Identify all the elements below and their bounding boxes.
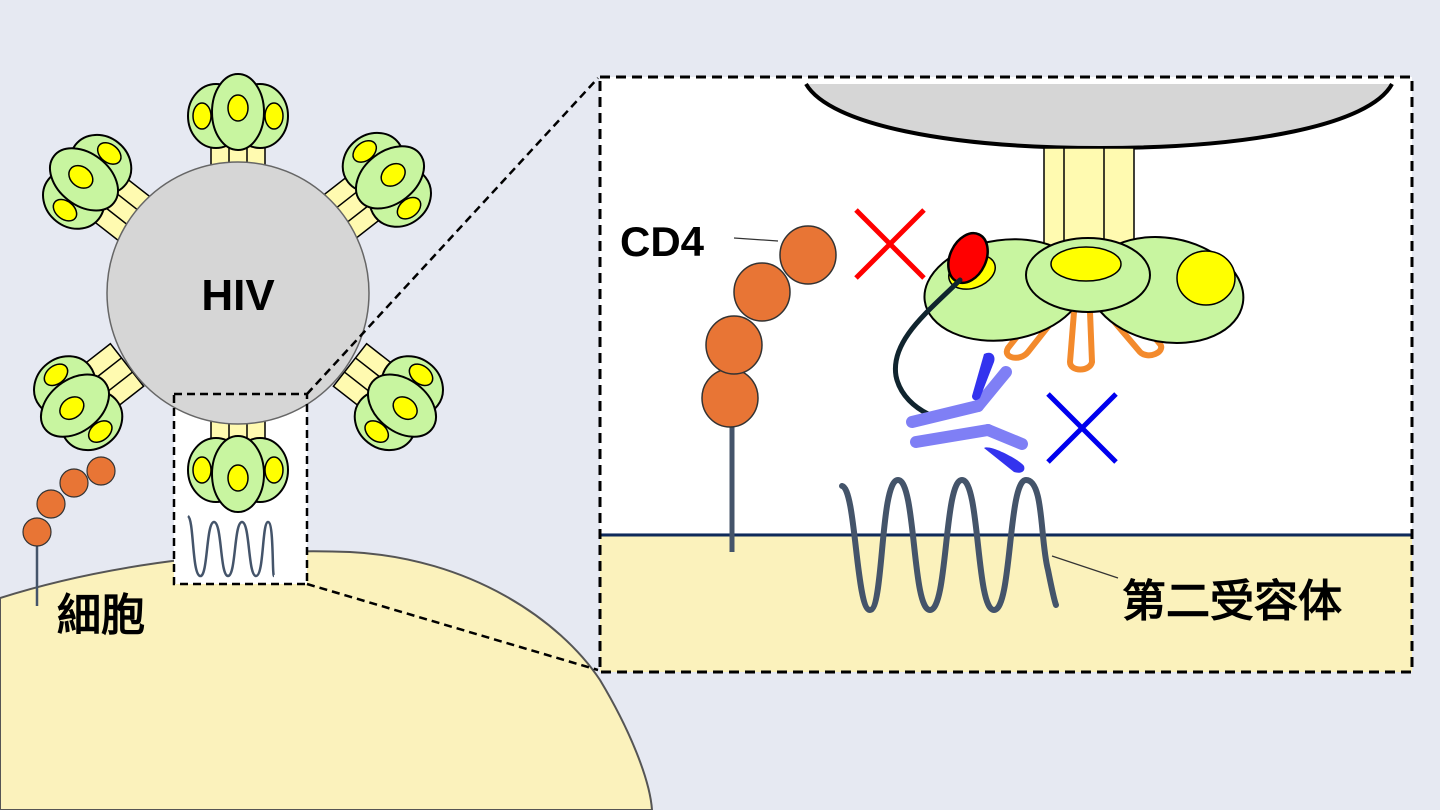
- zoom-source-outline: [172, 392, 309, 586]
- antibody: [906, 352, 1028, 473]
- zoom-connector-bottom: [306, 582, 599, 672]
- spike-stalk: [1043, 147, 1135, 249]
- coreceptor-label-leader: [1051, 555, 1119, 579]
- hiv-virion: HIV: [13, 73, 464, 513]
- cd4-label-leader: [733, 237, 779, 242]
- blocked-cd4-binding-icon: [854, 208, 926, 280]
- hiv-capsule: [106, 161, 370, 425]
- variable-loops: [1003, 301, 1165, 373]
- zoom-connector-top: [306, 77, 599, 395]
- cell-label: 細胞: [57, 590, 145, 641]
- cell-body: [0, 550, 654, 810]
- cd4-receptor: [701, 225, 837, 552]
- zoom-panel-outline: [598, 75, 1414, 674]
- blocked-coreceptor-binding-icon: [1046, 392, 1118, 464]
- coreceptor-label: 第二受容体: [1122, 576, 1342, 627]
- cd4-label: CD4: [620, 218, 705, 265]
- coreceptor-coil-small: [186, 514, 276, 578]
- virus-surface-arc: [806, 84, 1392, 148]
- hiv-label: HIV: [201, 271, 275, 320]
- coreceptor-coil: [839, 476, 1059, 614]
- antibody-tether: [892, 277, 963, 417]
- zoom-panel: CD4 第二受容体: [598, 75, 1414, 674]
- cd4-small: [22, 456, 116, 606]
